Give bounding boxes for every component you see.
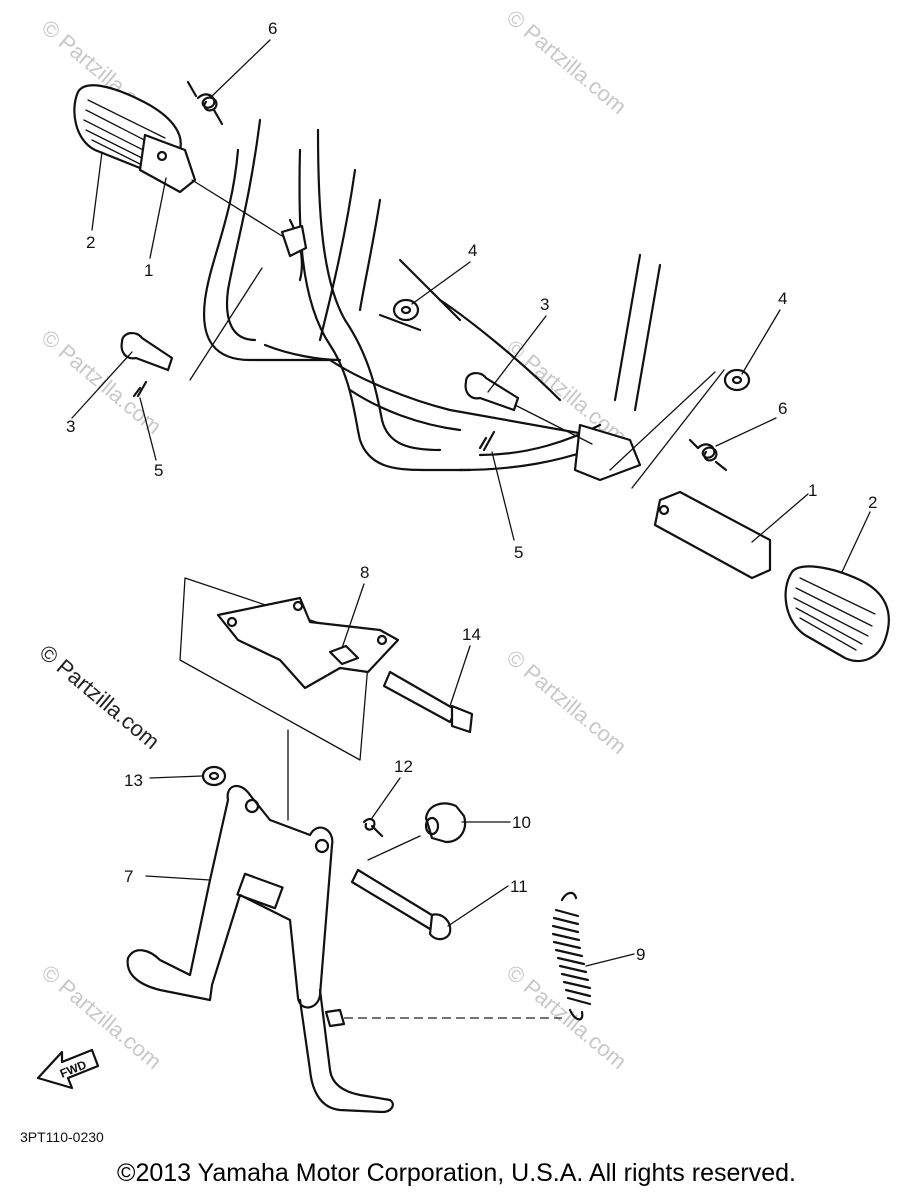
collar — [424, 802, 467, 844]
callout-4: 4 — [468, 241, 477, 260]
callout-1: 1 — [808, 481, 817, 500]
washer-left — [392, 298, 420, 322]
callout-3: 3 — [540, 295, 549, 314]
callout-12: 12 — [394, 757, 413, 776]
watermark: © Partzilla.com — [502, 5, 632, 119]
frame-tubes — [203, 118, 662, 482]
stand-shaft — [350, 868, 452, 941]
callout-10: 10 — [512, 813, 531, 832]
callout-9: 9 — [636, 945, 645, 964]
pin-right — [464, 372, 520, 412]
stand-spring — [551, 891, 592, 1021]
cotter-pin-left — [132, 380, 148, 398]
callout-4: 4 — [778, 289, 787, 308]
callout-6: 6 — [778, 399, 787, 418]
callout-2: 2 — [86, 233, 95, 252]
torsion-spring-left — [186, 80, 224, 126]
copyright-notice: ©2013 Yamaha Motor Corporation, U.S.A. A… — [117, 1159, 796, 1187]
watermarks: © Partzilla.com © Partzilla.com © Partzi… — [35, 5, 632, 1074]
callout-8: 8 — [360, 563, 369, 582]
diagram-code: 3PT110-0230 — [20, 1129, 104, 1145]
cotter-pin-12 — [362, 817, 384, 838]
footrest-bracket-right — [653, 490, 772, 580]
main-stand — [126, 784, 394, 1114]
pin-left — [120, 332, 174, 372]
forward-arrow-icon: FWD — [36, 1048, 100, 1090]
stand-bracket — [216, 596, 400, 690]
callout-13: 13 — [124, 771, 143, 790]
callout-5: 5 — [154, 461, 163, 480]
footrest-bracket-left — [138, 133, 197, 194]
watermark-dark: © Partzilla.com — [35, 640, 165, 754]
spring-hook — [324, 1008, 346, 1028]
cotter-pin-right — [478, 430, 496, 452]
footrest-rubber-right — [784, 565, 890, 663]
callouts: 6 2 1 4 3 5 3 4 6 5 1 2 8 14 13 12 10 7 — [66, 19, 877, 967]
callout-11: 11 — [510, 877, 528, 896]
watermark: © Partzilla.com — [502, 335, 632, 449]
washer-13 — [201, 765, 227, 787]
callout-3: 3 — [66, 417, 75, 436]
callout-5: 5 — [514, 543, 523, 562]
washer-right — [723, 368, 751, 392]
callout-2: 2 — [868, 493, 877, 512]
callout-1: 1 — [144, 261, 153, 280]
callout-7: 7 — [124, 867, 133, 886]
callout-14: 14 — [462, 625, 481, 644]
watermark: © Partzilla.com — [502, 960, 632, 1074]
watermark: © Partzilla.com — [502, 645, 632, 759]
bolt — [382, 670, 474, 734]
torsion-spring-right — [688, 438, 728, 472]
callout-6: 6 — [268, 19, 277, 38]
